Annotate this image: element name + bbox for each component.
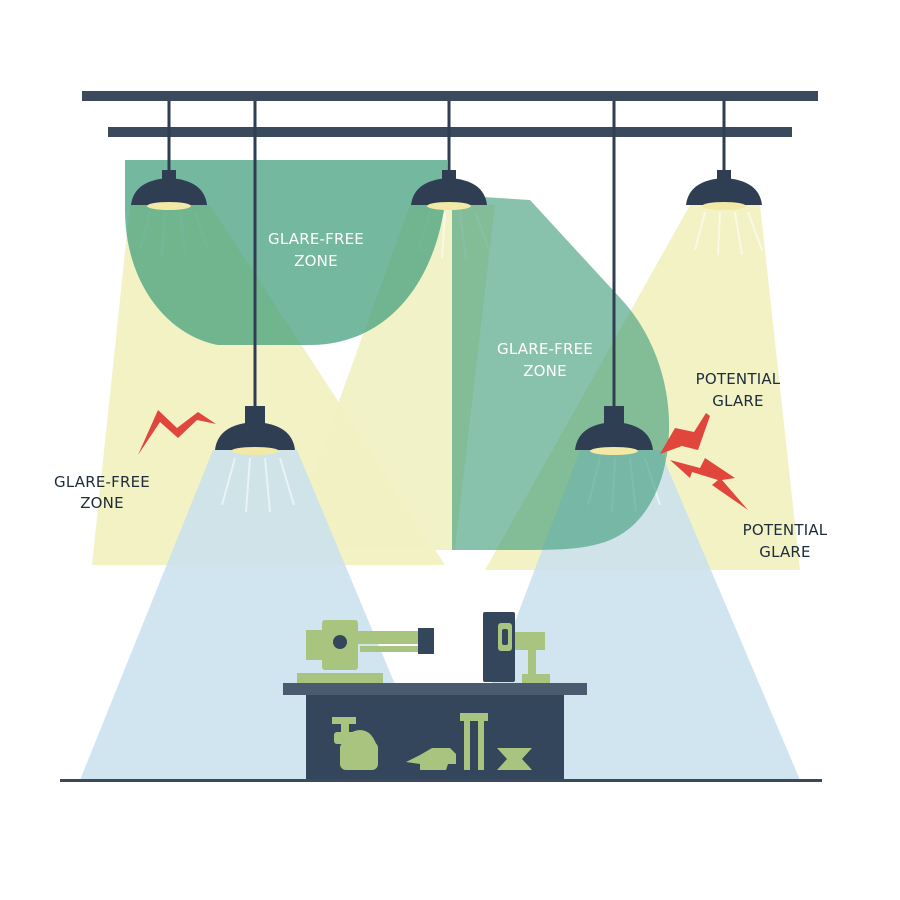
beam-lamp-2 (285, 205, 495, 550)
tongs-icon (497, 748, 532, 770)
pendant-lamp-icon (411, 170, 487, 210)
zone-center-label-line1: GLARE-FREE (497, 340, 593, 358)
anvil-icon (406, 748, 456, 770)
glare-bolt-icon (670, 458, 748, 510)
glare-free-zone-center (452, 195, 670, 550)
zone-left-label-line1: GLARE-FREE (54, 473, 150, 491)
glare-upper-label-line1: POTENTIAL (696, 370, 781, 388)
drill-press-icon (483, 612, 550, 683)
pendant-lamp-icon (131, 170, 207, 210)
pendant-lamp-icon (215, 406, 295, 455)
floor-line (60, 779, 822, 782)
glare-upper-label-line2: GLARE (712, 392, 764, 410)
glare-bolt-icon (138, 410, 216, 455)
ceiling-rail-upper (82, 91, 818, 101)
glare-free-zone-top (125, 160, 448, 345)
zone-left-label-line2: ZONE (80, 494, 124, 512)
hammer-icon (460, 713, 488, 770)
glare-lower-label-line1: POTENTIAL (743, 521, 828, 539)
glare-bolt-icon (660, 413, 710, 454)
gas-cylinder-icon (332, 717, 378, 770)
zone-top-label-line2: ZONE (294, 252, 338, 270)
bench-top (283, 683, 587, 695)
glare-lower-label-line2: GLARE (759, 543, 811, 561)
pendant-cords (167, 101, 726, 410)
lathe-icon (297, 620, 434, 683)
pendant-lamp-icon (575, 406, 653, 455)
zone-top-label-line1: GLARE-FREE (268, 230, 364, 248)
zone-center-label-line2: ZONE (523, 362, 567, 380)
pendant-lamp-icon (686, 170, 762, 210)
